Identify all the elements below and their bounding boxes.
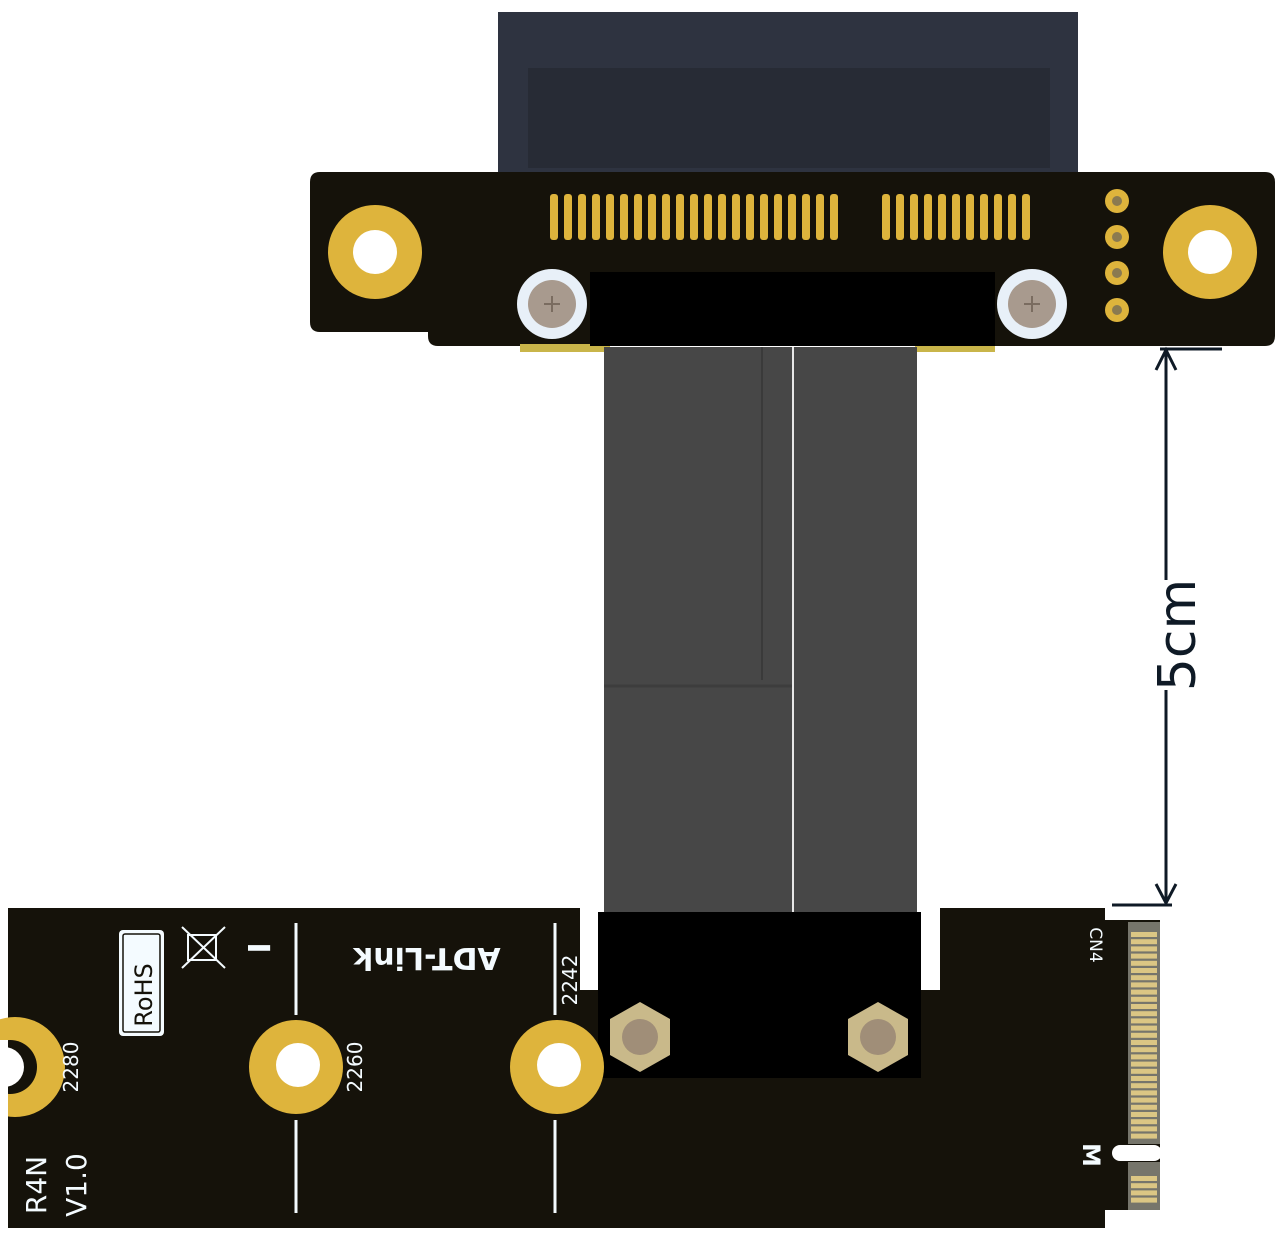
cable-clamp-top: [590, 272, 995, 346]
pcie-pin: [966, 194, 974, 240]
pcie-pin: [550, 194, 558, 240]
model-label: R4N: [20, 1156, 53, 1214]
pcie-pin: [980, 194, 988, 240]
pcie-pin: [896, 194, 904, 240]
rohs-logo: RoHS: [119, 930, 164, 1036]
pcie-pin: [662, 194, 670, 240]
pcie-pin: [760, 194, 768, 240]
pcie-pin: [802, 194, 810, 240]
pcie-pins: [550, 194, 1030, 240]
ribbon-cable: [604, 347, 917, 912]
pcie-pin: [1008, 194, 1016, 240]
screw-icon: [997, 269, 1067, 339]
brand-label: ADT-Link: [352, 940, 500, 975]
pcie-pin: [578, 194, 586, 240]
pcie-pin: [788, 194, 796, 240]
pcie-pin: [620, 194, 628, 240]
pcie-pin: [924, 194, 932, 240]
pcie-pin: [952, 194, 960, 240]
key-label: M: [1077, 1143, 1105, 1167]
pcie-pin: [690, 194, 698, 240]
size-2260: 2260: [343, 1042, 367, 1093]
dimension-label: 5cm: [1148, 579, 1208, 691]
pcie-pin: [816, 194, 824, 240]
dimension-marker: 5cm: [1112, 346, 1222, 907]
hole-2242: [510, 1020, 604, 1114]
nut-icon: [610, 1002, 670, 1072]
mount-hole-right: [1163, 205, 1257, 299]
pcie-pin: [648, 194, 656, 240]
pcie-pin: [704, 194, 712, 240]
mount-hole-left: [328, 205, 422, 299]
size-2242: 2242: [558, 955, 582, 1006]
weee-bin-icon: [181, 926, 226, 969]
version-label: V1.0: [60, 1153, 93, 1217]
pcie-pin: [882, 194, 890, 240]
size-guide-lines: [294, 923, 557, 1213]
pcie-pin: [910, 194, 918, 240]
connector-label: CN4: [1085, 927, 1105, 962]
pcie-pin: [606, 194, 614, 240]
pcie-pin: [718, 194, 726, 240]
pcie-pin: [746, 194, 754, 240]
nut-icon: [848, 1002, 908, 1072]
pcie-pin: [938, 194, 946, 240]
m2-pcb: ADT-Link CN4 M 2242 2260 2280 R4N V1.0 R…: [0, 908, 1162, 1235]
top-pcb: [310, 172, 1275, 352]
pcie-pin: [676, 194, 684, 240]
hole-2280: [0, 1017, 65, 1235]
pcie-pin: [774, 194, 782, 240]
mark-i: I: [240, 942, 275, 953]
size-2280: 2280: [59, 1042, 83, 1093]
screw-icon: [517, 269, 587, 339]
hole-2260: [249, 1020, 343, 1114]
rohs-label: RoHS: [130, 963, 158, 1027]
pcie-pin: [1022, 194, 1030, 240]
m-key-notch: [1112, 1145, 1162, 1161]
pcie-pin: [732, 194, 740, 240]
power-pads: [1105, 189, 1129, 322]
pcie-slot-connector: [498, 12, 1078, 178]
pcie-pin: [634, 194, 642, 240]
pcie-pin: [994, 194, 1002, 240]
pcie-pin: [564, 194, 572, 240]
pcie-pin: [592, 194, 600, 240]
pcie-pin: [830, 194, 838, 240]
